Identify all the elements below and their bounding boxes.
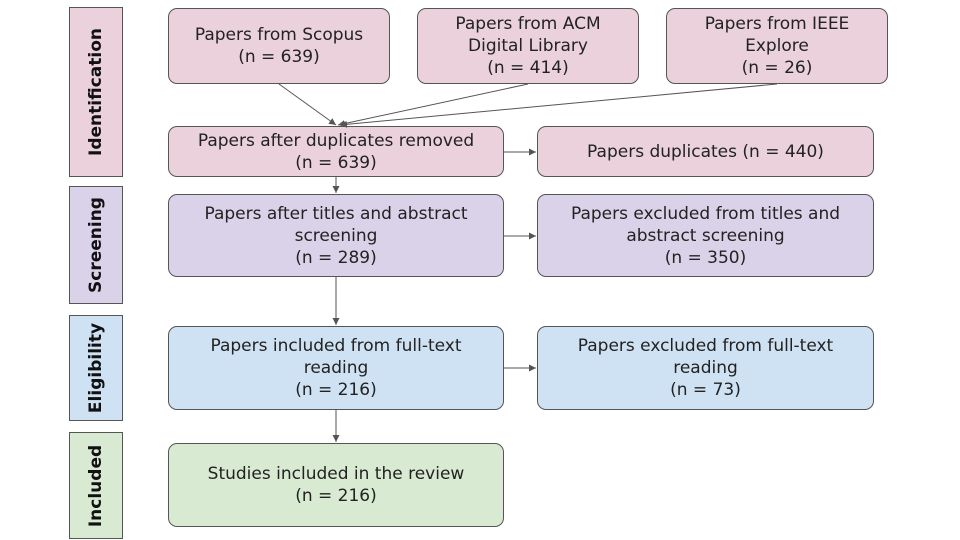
box-after-screening-line-1: Papers after titles and abstract [204, 203, 468, 224]
box-after-duplicates-line-1: Papers after duplicates removed [197, 130, 475, 151]
box-included-fulltext-line-1: Papers included from full-text [210, 336, 462, 356]
box-studies-included-line-2: (n = 216) [295, 486, 377, 506]
phase-identification-label: Identification [86, 28, 106, 156]
arrow-scopus-to-deduplicated [278, 83, 337, 126]
box-included-fulltext-line-3: (n = 216) [295, 380, 377, 400]
box-after-screening-line-3: (n = 289) [295, 247, 377, 268]
box-included-fulltext-line-2: reading [303, 358, 369, 378]
box-scopus: Papers from Scopus (n = 639) [168, 8, 390, 84]
box-excluded-screening-line-3: (n = 350) [664, 247, 747, 268]
box-scopus-line-1: Papers from Scopus [194, 25, 364, 45]
phase-identification: Identification [69, 7, 123, 177]
box-acm: Papers from ACM Digital Library (n = 414… [417, 8, 639, 84]
box-studies-included: Studies included in the review (n = 216) [168, 443, 504, 527]
box-after-duplicates-line-2: (n = 639) [295, 152, 377, 173]
box-excluded-screening-line-2: abstract screening [626, 225, 785, 246]
box-included-fulltext: Papers included from full-text reading (… [168, 326, 504, 410]
phase-screening: Screening [69, 186, 123, 304]
box-acm-line-3: (n = 414) [487, 58, 569, 78]
box-after-duplicates: Papers after duplicates removed (n = 639… [168, 126, 504, 177]
box-duplicates-line-1: Papers duplicates (n = 440) [587, 141, 824, 162]
phase-screening-label: Screening [86, 197, 106, 293]
phase-eligibility-label: Eligibility [86, 322, 106, 414]
box-excluded-screening-line-1: Papers excluded from titles and [570, 203, 841, 224]
box-scopus-line-2: (n = 639) [238, 47, 320, 67]
box-ieee-line-3: (n = 26) [741, 58, 813, 78]
box-ieee-line-1: Papers from IEEE [704, 14, 850, 34]
box-studies-included-line-1: Studies included in the review [207, 464, 465, 484]
box-acm-line-2: Digital Library [468, 36, 588, 56]
box-ieee: Papers from IEEE Explore (n = 26) [666, 8, 888, 84]
box-excluded-fulltext-line-3: (n = 73) [670, 380, 741, 400]
box-after-screening: Papers after titles and abstract screeni… [168, 194, 504, 277]
arrow-acm-to-deduplicated [337, 83, 529, 127]
box-ieee-line-2: Explore [745, 36, 809, 56]
box-after-screening-line-2: screening [294, 225, 378, 246]
box-excluded-fulltext-line-2: reading [673, 358, 738, 378]
arrow-ieee-to-deduplicated [339, 83, 778, 128]
box-excluded-screening: Papers excluded from titles and abstract… [537, 194, 874, 277]
phase-included: Included [69, 432, 123, 539]
phase-included-label: Included [86, 444, 106, 527]
box-duplicates: Papers duplicates (n = 440) [537, 126, 874, 177]
box-excluded-fulltext-line-1: Papers excluded from full-text [577, 336, 834, 356]
box-excluded-fulltext: Papers excluded from full-text reading (… [537, 326, 874, 410]
phase-eligibility: Eligibility [69, 315, 123, 421]
box-acm-line-1: Papers from ACM [455, 14, 601, 34]
